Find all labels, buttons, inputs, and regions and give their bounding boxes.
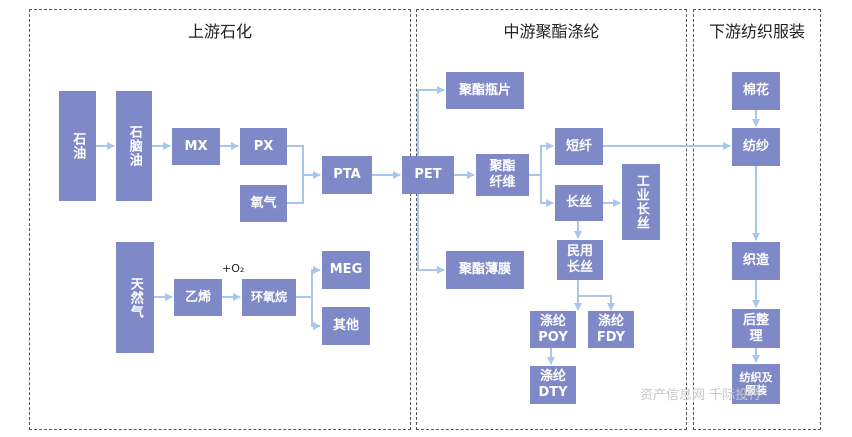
- section-title-midstream: 中游聚酯涤纶: [503, 22, 600, 41]
- edge-oxygen-pta: [287, 175, 304, 204]
- section-midstream: 中游聚酯涤纶: [416, 9, 687, 430]
- node-px: PX: [240, 128, 287, 165]
- node-bottle-chip: 聚酯瓶片: [446, 72, 524, 109]
- node-mx: MX: [172, 128, 220, 165]
- node-textile-garment: 纺织及 服装: [732, 364, 780, 404]
- edge-civil-fdy: [578, 295, 615, 311]
- edge-px-pta: [287, 145, 321, 179]
- section-title-downstream: 下游纺织服装: [708, 22, 805, 41]
- node-natural-gas: 天然气: [116, 242, 154, 353]
- node-meg: MEG: [322, 251, 370, 289]
- node-pet: PET: [402, 156, 454, 194]
- node-dty: 涤纶 DTY: [530, 366, 576, 404]
- node-naphtha: 石脑油: [116, 91, 152, 201]
- node-oxygen: 氧气: [240, 185, 287, 222]
- section-title-upstream: 上游石化: [187, 22, 252, 41]
- section-upstream: 上游石化: [29, 9, 411, 430]
- node-fdy: 涤纶 FDY: [588, 311, 634, 348]
- watermark: 资产信息网 千际投行: [640, 388, 762, 403]
- edge-fiber-filament: [540, 175, 554, 207]
- edge-eo-meg: [296, 266, 321, 298]
- node-staple: 短纤: [555, 128, 603, 165]
- node-industrial-filament: 工业长丝: [622, 164, 660, 240]
- edge-pet-bottle: [417, 86, 445, 160]
- node-polyester-film: 聚酯薄膜: [446, 251, 524, 289]
- node-oil: 石油: [59, 91, 96, 201]
- node-cotton: 棉花: [732, 72, 780, 110]
- node-poy: 涤纶 POY: [530, 311, 576, 348]
- node-ethylene-oxide: 环氧烷: [242, 279, 296, 316]
- node-polyester-fiber: 聚酯 纤维: [476, 154, 529, 196]
- annotation-plus-o2: +O₂: [222, 262, 245, 275]
- edge-fiber-staple: [529, 142, 554, 176]
- node-civil-filament: 民用 长丝: [557, 240, 603, 280]
- node-ethylene: 乙烯: [174, 279, 222, 316]
- edge-eo-other: [311, 297, 321, 330]
- node-pta: PTA: [322, 156, 372, 194]
- node-spinning: 纺纱: [732, 128, 780, 166]
- node-other: 其他: [322, 307, 370, 345]
- node-filament: 长丝: [555, 185, 603, 221]
- node-finishing: 后整 理: [732, 309, 780, 348]
- edge-pet-film: [417, 190, 445, 274]
- section-downstream: 下游纺织服装: [693, 9, 821, 430]
- node-weaving: 织造: [732, 242, 780, 280]
